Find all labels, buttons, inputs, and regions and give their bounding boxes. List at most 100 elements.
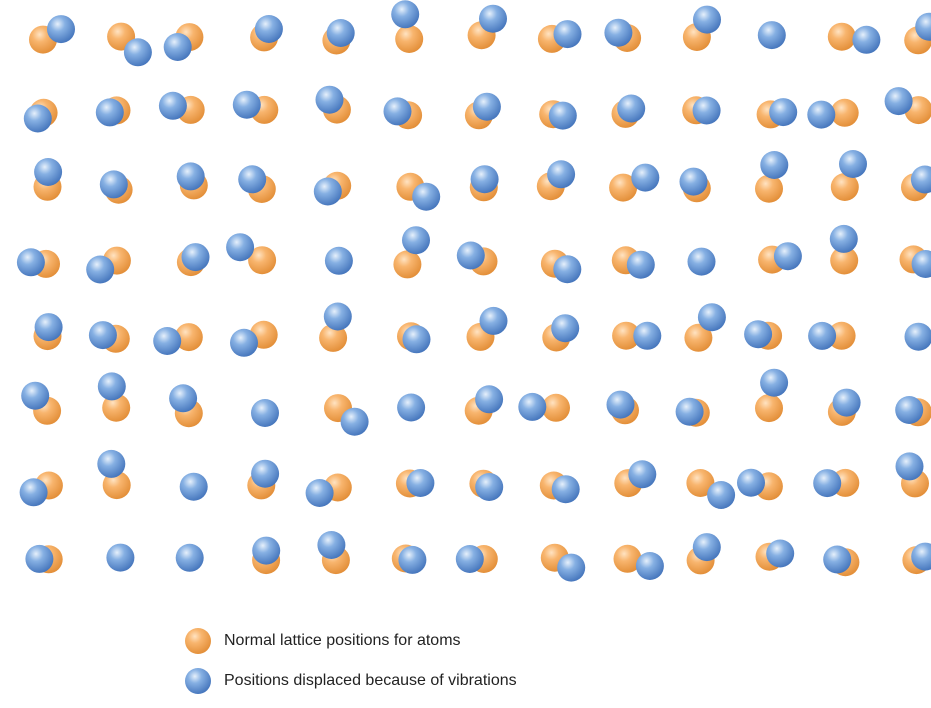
displaced-atom <box>547 160 575 188</box>
displaced-atom <box>251 460 279 488</box>
displaced-atom <box>807 101 835 129</box>
displaced-atom <box>324 303 352 331</box>
displaced-atom <box>636 552 664 580</box>
displaced-atom <box>617 95 645 123</box>
normal-lattice-atom <box>755 175 783 203</box>
displaced-atom <box>252 537 280 565</box>
displaced-atom <box>255 15 283 43</box>
displaced-atom <box>89 321 117 349</box>
displaced-atom <box>325 247 353 275</box>
displaced-atom <box>774 242 802 270</box>
displaced-atom <box>551 314 579 342</box>
displaced-atom <box>693 533 721 561</box>
displaced-atom <box>475 385 503 413</box>
displaced-atom <box>604 19 632 47</box>
displaced-atom <box>839 150 867 178</box>
displaced-atom <box>693 97 721 125</box>
displaced-atom <box>758 21 786 49</box>
displaced-atom <box>885 87 913 115</box>
displaced-atom <box>34 158 62 186</box>
displaced-atom <box>737 469 765 497</box>
displaced-atom <box>479 5 507 33</box>
displaced-atom <box>317 531 345 559</box>
displaced-atom <box>47 15 75 43</box>
displaced-atom <box>17 248 45 276</box>
displaced-atom <box>760 151 788 179</box>
displaced-atom <box>552 475 580 503</box>
atom-lattice-diagram <box>0 0 931 615</box>
displaced-atom <box>698 303 726 331</box>
displaced-atom <box>633 322 661 350</box>
displaced-atom <box>35 313 63 341</box>
displaced-atom <box>554 20 582 48</box>
legend-label-displaced: Positions displaced because of vibration… <box>224 672 517 690</box>
displaced-atom <box>402 226 430 254</box>
normal-lattice-atom <box>755 394 783 422</box>
displaced-atom <box>412 183 440 211</box>
legend: Normal lattice positions for atoms Posit… <box>184 628 517 708</box>
displaced-atom <box>627 251 655 279</box>
displaced-atom <box>398 546 426 574</box>
blue-sphere-icon <box>184 667 212 695</box>
displaced-atom <box>97 450 125 478</box>
displaced-atom <box>177 162 205 190</box>
orange-sphere-icon <box>184 627 212 655</box>
displaced-atom <box>21 382 49 410</box>
displaced-atom <box>384 97 412 125</box>
displaced-atom <box>518 393 546 421</box>
displaced-atom <box>766 540 794 568</box>
displaced-atom <box>744 320 772 348</box>
displaced-atom <box>341 408 369 436</box>
displaced-atom <box>397 394 425 422</box>
normal-lattice-atom <box>828 23 856 51</box>
displaced-atom <box>233 91 261 119</box>
displaced-atom <box>251 399 279 427</box>
displaced-atom <box>391 0 419 28</box>
displaced-atom <box>180 473 208 501</box>
displaced-atom <box>403 325 431 353</box>
displaced-atom <box>98 372 126 400</box>
displaced-atom <box>707 481 735 509</box>
displaced-atom <box>631 164 659 192</box>
displaced-atom <box>688 248 716 276</box>
displaced-atom <box>164 33 192 61</box>
displaced-atom <box>327 19 355 47</box>
normal-lattice-atom <box>395 25 423 53</box>
displaced-atom <box>676 398 704 426</box>
legend-item-displaced: Positions displaced because of vibration… <box>184 668 517 694</box>
displaced-atom <box>106 544 134 572</box>
displaced-atom <box>557 554 585 582</box>
displaced-atom <box>230 329 258 357</box>
displaced-atom <box>553 255 581 283</box>
displaced-atom <box>24 105 52 133</box>
normal-lattice-atom <box>393 250 421 278</box>
displaced-atom <box>314 178 342 206</box>
displaced-atom <box>628 460 656 488</box>
displaced-atom <box>896 452 924 480</box>
displaced-atom <box>124 38 152 66</box>
displaced-atom <box>153 327 181 355</box>
displaced-atom <box>86 256 114 284</box>
displaced-atom <box>680 168 708 196</box>
displaced-atom <box>457 242 485 270</box>
displaced-atom <box>833 389 861 417</box>
displaced-atom <box>813 469 841 497</box>
displaced-atom <box>693 6 721 34</box>
displaced-atom <box>607 391 635 419</box>
displaced-atom <box>96 98 124 126</box>
displaced-atom <box>760 369 788 397</box>
displaced-atom <box>176 544 204 572</box>
displaced-atom <box>159 92 187 120</box>
displaced-atom <box>808 322 836 350</box>
displaced-atom <box>456 545 484 573</box>
displaced-atom <box>895 396 923 424</box>
displaced-atom <box>905 323 931 351</box>
displaced-atom <box>823 546 851 574</box>
displaced-atom <box>100 170 128 198</box>
displaced-atom <box>316 86 344 114</box>
displaced-atom <box>25 545 53 573</box>
displaced-atom <box>830 225 858 253</box>
displaced-atom <box>471 165 499 193</box>
displaced-atom <box>238 165 266 193</box>
displaced-atom <box>473 93 501 121</box>
